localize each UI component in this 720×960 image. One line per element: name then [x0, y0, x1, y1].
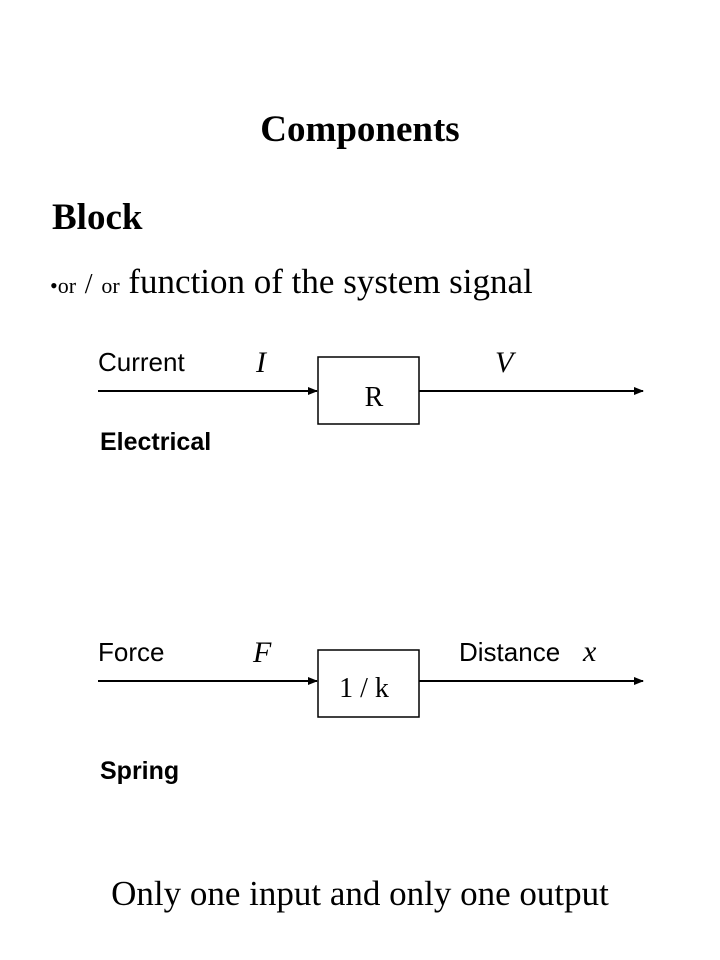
- section-heading: Block: [52, 197, 143, 238]
- bullet-line: •or / or function of the system signal: [50, 260, 533, 308]
- electrical-input-symbol: I: [255, 346, 268, 379]
- electrical-block-label: R: [365, 382, 384, 413]
- spring-output-label: Distance: [459, 637, 560, 667]
- page-title: Components: [260, 109, 460, 150]
- spring-block: [317, 649, 420, 718]
- electrical-input-label: Current: [98, 347, 185, 377]
- electrical-output-symbol: V: [495, 346, 517, 379]
- electrical-diagram: Current I R V Electrical: [98, 346, 644, 456]
- bullet-word-1: or: [57, 273, 77, 298]
- spring-input-label: Force: [98, 637, 164, 667]
- spring-output-symbol: x: [582, 635, 597, 668]
- bullet-mark: •: [50, 273, 58, 298]
- spring-caption: Spring: [100, 757, 179, 785]
- footer-note: Only one input and only one output: [111, 874, 609, 913]
- spring-diagram: Force F 1 / k Distance x Spring: [98, 635, 644, 785]
- spring-input-symbol: F: [252, 636, 272, 669]
- electrical-caption: Electrical: [100, 428, 211, 456]
- bullet-separator: /: [84, 269, 93, 300]
- bullet-word-2: or: [101, 273, 120, 298]
- bullet-text: function of the system signal: [128, 262, 533, 301]
- spring-block-label: 1 / k: [339, 673, 389, 704]
